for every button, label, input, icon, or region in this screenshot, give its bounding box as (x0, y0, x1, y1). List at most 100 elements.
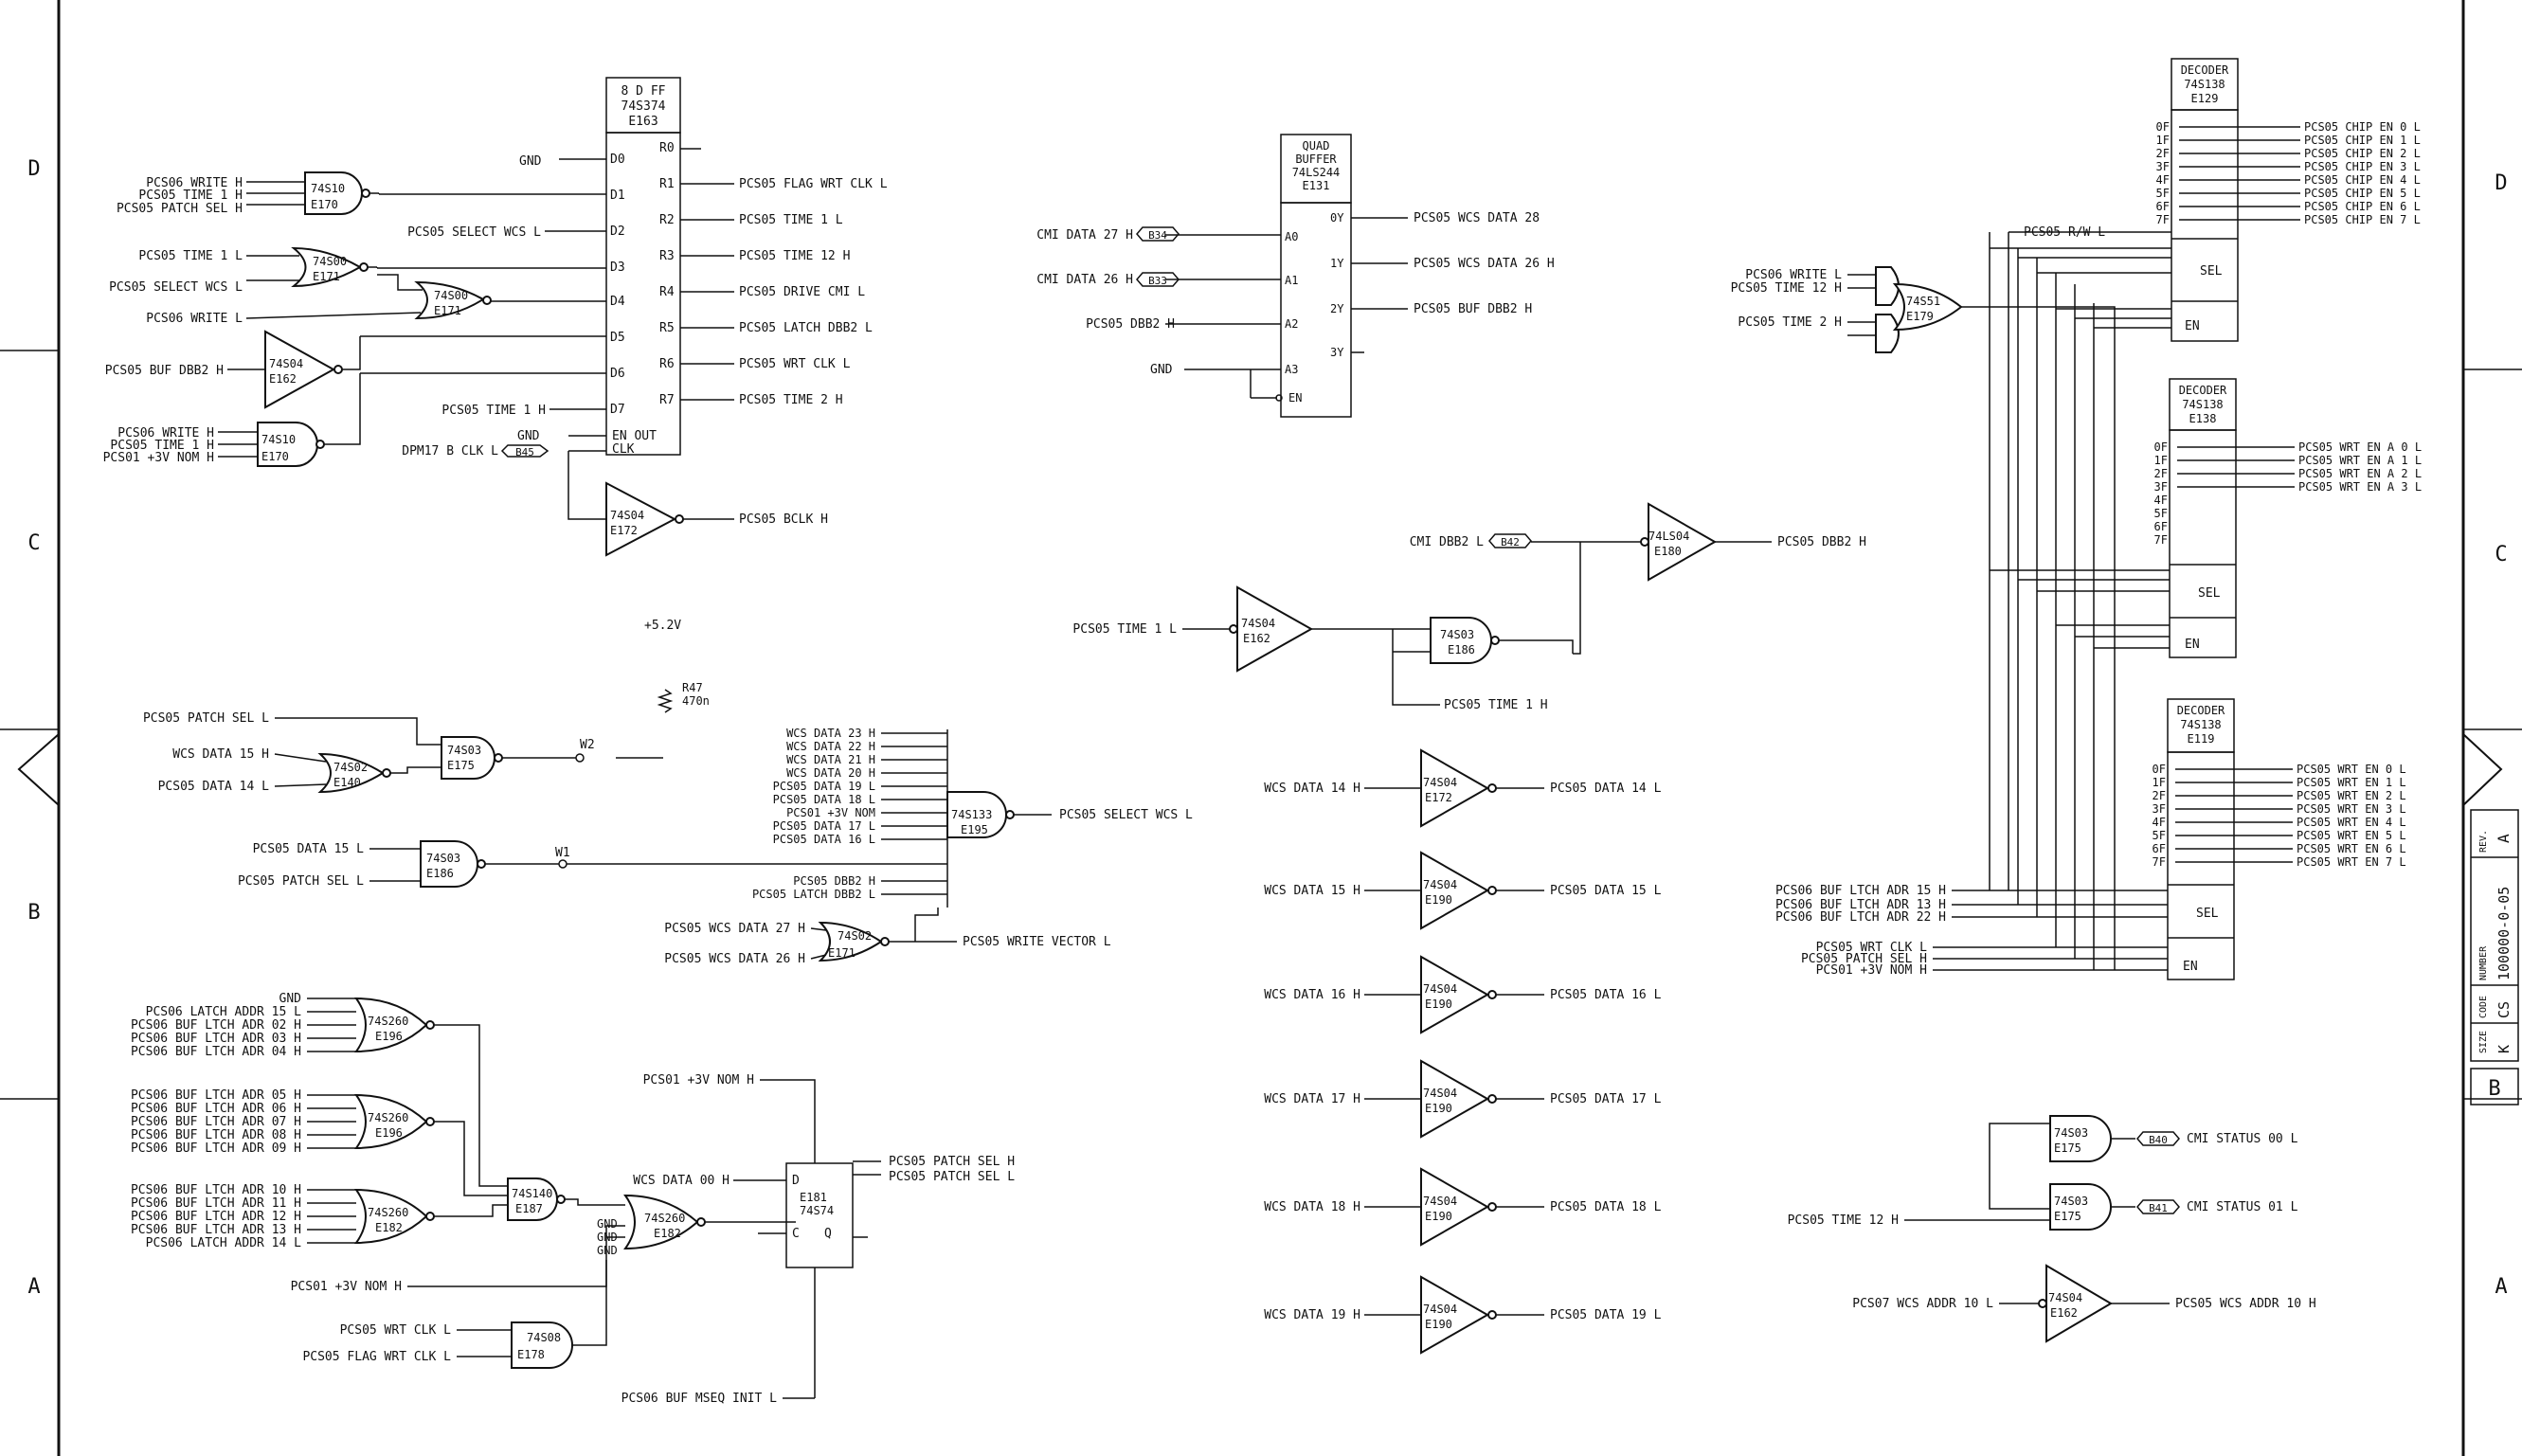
dff-line2: 74S374 (621, 99, 666, 114)
dec3-out-6: PCS05 WRT EN 6 L (2297, 842, 2406, 855)
gate-e175a-ref: E175 (447, 759, 475, 772)
nand-in-6: PCS05 DATA 18 L (773, 793, 875, 806)
sig-adr13: PCS06 BUF LTCH ADR 13 H (1775, 898, 1946, 912)
size-label: SIZE (2478, 1031, 2489, 1053)
quad-ref: E131 (1303, 179, 1330, 192)
addr-7: PCS06 BUF LTCH ADR 07 H (131, 1115, 301, 1129)
gate-e140-type: 74S02 (333, 761, 368, 774)
gate-e178: 74S08 E178 (457, 1260, 607, 1369)
gate-e171b-ref: E171 (434, 304, 461, 317)
gate-e190a-type: 74S04 (1423, 878, 1457, 891)
pin-d6: D6 (610, 367, 625, 381)
dec1-port-4: 4F (2156, 173, 2170, 187)
sig-flag-wrt-clk-l: PCS05 FLAG WRT CLK L (739, 177, 888, 191)
jumper-w2: W2 (580, 738, 595, 752)
dec2-port-0: 0F (2154, 440, 2168, 454)
addr-13: PCS06 BUF LTCH ADR 13 H (131, 1223, 301, 1237)
gate-e190c-ref: E190 (1425, 1102, 1452, 1115)
gate-e175b-ref: E175 (2054, 1141, 2081, 1155)
number-label: NUMBER (2478, 945, 2489, 980)
addr-5: PCS06 BUF LTCH ADR 05 H (131, 1088, 301, 1103)
zone-label-right-d: D (2495, 171, 2507, 195)
dec2-en: EN (2185, 638, 2200, 652)
gate-e178-ref: E178 (517, 1348, 545, 1361)
dec3-out-wires (2175, 768, 2293, 863)
sig-time2-h-r: PCS05 TIME 2 H (1738, 315, 1842, 330)
nand-in-5: PCS05 DATA 19 L (773, 780, 875, 793)
gate-e186-b: 74S03 E186 (1392, 617, 1574, 706)
gate-e175-a: 74S03 E175 (275, 717, 663, 780)
wire-3v-nom (407, 1225, 625, 1287)
dec1-out-3: PCS05 CHIP EN 3 L (2304, 160, 2421, 173)
pin-r7: R7 (659, 393, 675, 407)
quad-line1: QUAD (1303, 139, 1330, 153)
gate-e196a-ref: E196 (375, 1030, 403, 1043)
pin-d0: D0 (610, 153, 625, 167)
connector-b45-label: B45 (515, 446, 534, 458)
sig-cmi-dbb2-l: CMI DBB2 L (1410, 535, 1484, 549)
sig-pcs06-write-h: PCS06 WRITE H (146, 176, 243, 190)
sig-adr22: PCS06 BUF LTCH ADR 22 H (1775, 910, 1946, 925)
sig-pcs05-wcs-addr10: PCS05 WCS ADDR 10 H (2175, 1297, 2316, 1311)
dec3-port-4: 4F (2153, 816, 2166, 829)
sig-time1-h-mid: PCS05 TIME 1 H (1444, 698, 1548, 712)
gate-e196-a: 74S260 E196 (354, 997, 508, 1187)
pin-d3: D3 (610, 261, 625, 275)
dec2-out-3: PCS05 WRT EN A 3 L (2298, 480, 2422, 494)
dff-en-out: EN OUT (612, 429, 657, 443)
inv-out-16: PCS05 DATA 16 L (1550, 988, 1662, 1002)
gate-e195: 74S133 E195 (946, 729, 1052, 908)
sig-patch-sel-h-r: PCS05 PATCH SEL H (1801, 952, 1927, 966)
dec3-out-0: PCS05 WRT EN 0 L (2297, 763, 2406, 776)
gate-e180: 74LS04 E180 (1531, 502, 1772, 655)
dec1-en: EN (2185, 319, 2200, 333)
decoder-e119: DECODER 74S138 E119 SEL EN (2167, 698, 2235, 980)
pin-r0: R0 (659, 141, 675, 155)
sig-pcs05-dbb2-h-out: PCS05 DBB2 H (1777, 535, 1866, 549)
dff-pin-labels: D0 D1 D2 D3 D4 D5 D6 D7 R0 R1 R2 R3 R4 R… (610, 141, 675, 417)
nand-in-10: PCS05 DBB2 H (793, 874, 875, 888)
gate-e190d-ref: E190 (1425, 1210, 1452, 1223)
gate-e190b-ref: E190 (1425, 998, 1452, 1011)
dec3-out-4: PCS05 WRT EN 4 L (2297, 816, 2406, 829)
gate-e175c-type: 74S03 (2054, 1195, 2088, 1208)
sig-3v-nom-r: PCS01 +3V NOM H (1816, 963, 1927, 978)
gate-e182b-ref: E182 (654, 1227, 681, 1240)
zone-label-right-c: C (2495, 543, 2507, 566)
decoder-e129: DECODER 74S138 E129 SEL EN (2171, 58, 2239, 342)
nand-in-7: PCS01 +3V NOM (786, 806, 875, 819)
gate-e170-b: 74S10 E170 (218, 373, 361, 467)
dff-gnd: GND (519, 154, 542, 169)
inv-out-14: PCS05 DATA 14 L (1550, 782, 1662, 796)
sig-wcs-data26-h: PCS05 WCS DATA 26 H (664, 952, 805, 966)
dec1-port-0: 0F (2156, 120, 2170, 134)
gate-e190e-ref: E190 (1425, 1318, 1452, 1331)
gate-e190c-type: 74S04 (1423, 1087, 1457, 1100)
dec2-out-2: PCS05 WRT EN A 2 L (2298, 467, 2422, 480)
connector-b42-label: B42 (1501, 536, 1520, 548)
e181-c: C (792, 1227, 800, 1241)
quad-pin-en: EN (1288, 391, 1302, 404)
supply-5v2: +5.2V (644, 619, 681, 633)
gate-e170b-ref: E170 (261, 450, 289, 463)
gate-e195-ref: E195 (961, 823, 988, 836)
e181-q: Q (824, 1227, 832, 1241)
dec2-port-3: 3F (2154, 480, 2168, 494)
nand13-wires (881, 732, 947, 895)
pin-d5: D5 (610, 331, 625, 345)
sig-time12-h-out: PCS05 TIME 12 H (739, 249, 850, 263)
dec3-out-5: PCS05 WRT EN 5 L (2297, 829, 2406, 842)
gate-e162c-type: 74S04 (2048, 1291, 2082, 1304)
sig-wcs-data00-h: WCS DATA 00 H (633, 1174, 730, 1188)
sig-cmi-data26-h: CMI DATA 26 H (1036, 273, 1133, 287)
inv-out-17: PCS05 DATA 17 L (1550, 1092, 1662, 1106)
gate-e196-b: 74S260 E196 (354, 1093, 508, 1196)
gate-e187: 74S140 E187 (507, 1177, 625, 1221)
addr-10: PCS06 BUF LTCH ADR 10 H (131, 1183, 301, 1197)
dec1-out-2: PCS05 CHIP EN 2 L (2304, 147, 2421, 160)
quad-pin-a2: A2 (1285, 317, 1298, 331)
rev-label: REV. (2478, 830, 2489, 853)
connector-b41-label: B41 (2149, 1202, 2168, 1214)
nand-in-2: WCS DATA 22 H (786, 740, 875, 753)
sig-time2-h-out: PCS05 TIME 2 H (739, 393, 843, 407)
